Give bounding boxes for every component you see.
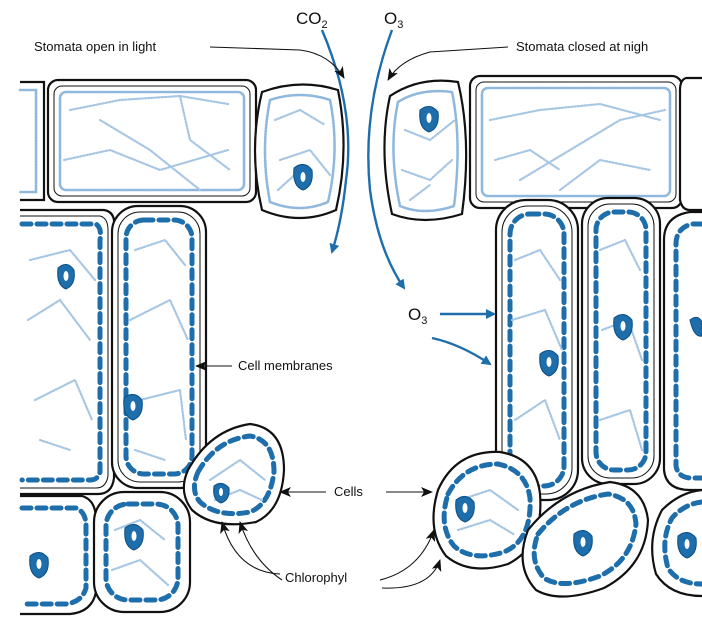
epidermal-cell [680,78,702,210]
guard-cell [255,84,344,218]
stomata-open-pointer [210,47,344,78]
spongy-cell [94,492,190,612]
epidermal-cell [470,76,682,208]
cells-label: Cells [334,484,363,499]
epidermal-cell [20,82,44,200]
cell-membranes-label: Cell membranes [238,358,333,373]
stomata-closed-label: Stomata closed at nigh [516,39,648,54]
chlorophyl-pointer [380,530,434,580]
co2-label: CO2 [296,9,328,31]
palisade-cell [582,198,660,484]
spongy-cell [20,496,96,614]
o3-to-cell-arrow [432,338,490,364]
stomata-open-label: Stomata open in light [34,39,157,54]
palisade-cell [112,206,206,488]
chlorophyl-pointer [240,522,282,580]
spongy-cell [652,490,702,596]
o3-top-label: O3 [384,9,403,31]
guard-cell [384,81,466,220]
chlorophyl-label: Chlorophyl [285,570,347,585]
palisade-cell [20,210,114,494]
o3-mid-label: O3 [408,305,427,327]
epidermal-cell [48,80,256,202]
palisade-cell [664,212,702,490]
